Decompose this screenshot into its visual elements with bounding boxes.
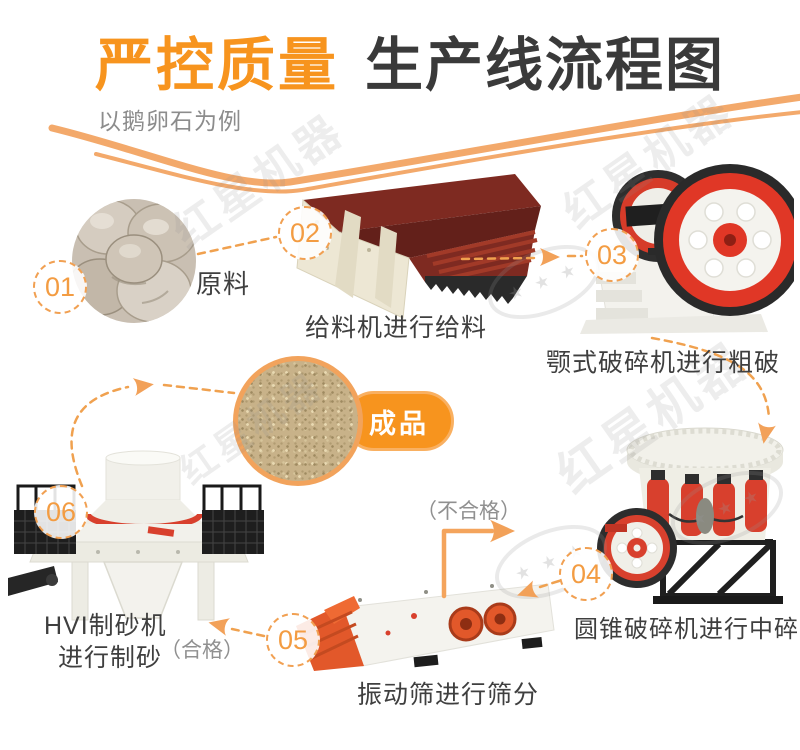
cone-crusher-image <box>597 427 784 604</box>
label-cone-crusher: 圆锥破碎机进行中碎 <box>574 616 799 643</box>
product-badge-label: 成品 <box>369 408 429 439</box>
vibrating-screen-image <box>296 583 555 671</box>
title-main: 生产线流程图 <box>365 33 726 98</box>
label-vibrating-screen: 振动筛进行筛分 <box>357 681 540 709</box>
step-number-02: 02 <box>278 206 332 260</box>
label-sand-maker-line1: HVI制砂机 <box>44 612 167 640</box>
connector-02-03 <box>460 256 536 261</box>
subtitle: 以鹅卵石为例 <box>98 108 242 134</box>
title-accent: 严控质量 <box>95 33 340 98</box>
arrowhead-02-03 <box>540 248 560 266</box>
step-number-06: 06 <box>34 485 88 539</box>
connector-04-05 <box>538 579 561 589</box>
step-number-05: 05 <box>266 613 320 667</box>
step-number-01: 01 <box>33 260 87 314</box>
connector-01-02 <box>196 235 278 256</box>
note-qualified: （合格） <box>160 639 244 662</box>
arrowhead-06-product <box>132 378 154 396</box>
arrowhead-05-06 <box>208 618 231 636</box>
connector-05-06 <box>230 627 266 638</box>
connector-06-product-b <box>162 383 236 395</box>
step-number-04: 04 <box>559 547 613 601</box>
page-title: 严控质量 生产线流程图 <box>95 18 725 102</box>
arrowhead-04-05 <box>517 580 539 598</box>
connector-06-product <box>70 385 130 488</box>
return-arrow-line <box>441 528 495 599</box>
raw-material-image <box>72 199 196 323</box>
sand-product-image <box>233 356 363 486</box>
arrowhead-return <box>490 519 515 543</box>
note-unqualified: （不合格） <box>416 500 521 523</box>
step-number-03: 03 <box>585 228 639 282</box>
label-jaw-crusher: 颚式破碎机进行粗破 <box>546 349 781 377</box>
label-sand-maker-line2: 进行制砂 <box>58 644 163 672</box>
arrowhead-03-04 <box>758 422 776 444</box>
feeder-machine-image <box>296 174 541 319</box>
jaw-crusher-image <box>580 164 794 334</box>
label-raw-material: 原料 <box>196 269 251 299</box>
connector-03-04 <box>650 336 771 420</box>
label-feeder: 给料机进行给料 <box>305 314 488 342</box>
